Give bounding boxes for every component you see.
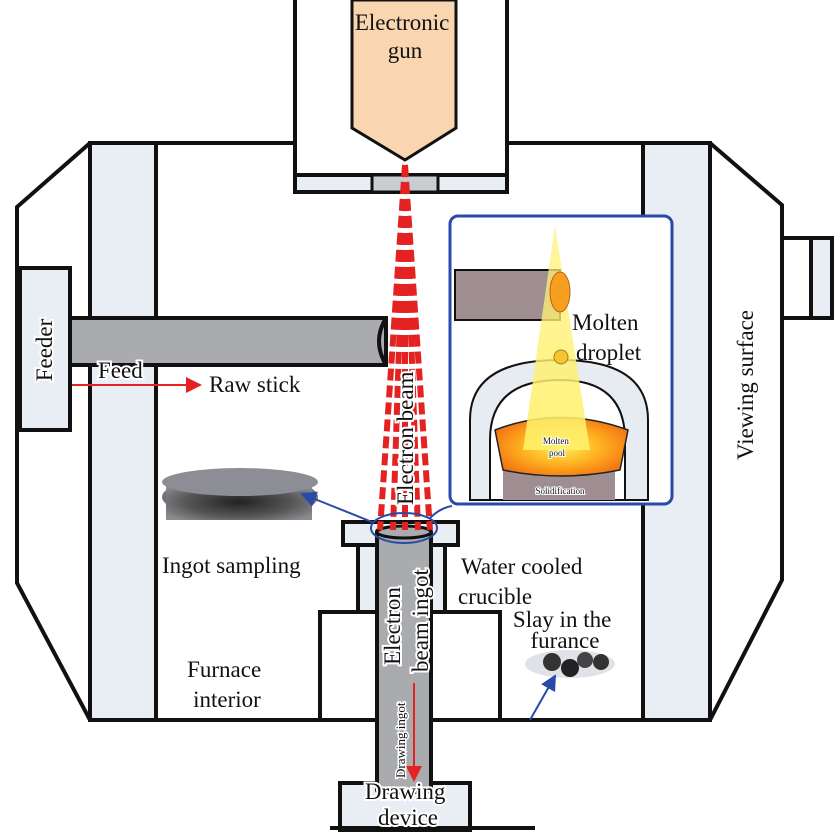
feeder-label: Feeder xyxy=(32,318,57,381)
furnace-interior-label: Furnace interior xyxy=(187,657,267,712)
sampling-arrow xyxy=(300,491,373,523)
drawing-ingot-label: Drawing ingot xyxy=(393,702,408,778)
electronic-gun-label: Electronic gun xyxy=(355,10,455,63)
electron-beam xyxy=(377,164,433,531)
molten-pool-label: Molten pool xyxy=(543,436,571,458)
solidification-label: Solidification xyxy=(536,486,585,496)
raw-stick: Feed Raw stick xyxy=(68,316,388,399)
water-cooled-crucible-label: Water cooled crucible xyxy=(458,554,588,609)
electron-beam-label: Electron beam xyxy=(393,371,418,505)
slag-label: Slay in the furance xyxy=(513,607,617,653)
drawing-device-label: Drawing device xyxy=(365,779,451,830)
slag-arrow xyxy=(529,674,556,721)
viewing-surface-label: Viewing surface xyxy=(733,310,758,460)
raw-stick-label: Raw stick xyxy=(209,372,301,397)
molten-droplet-label: Molten droplet xyxy=(572,310,644,365)
slag-photo xyxy=(525,650,615,678)
left-wall-panel xyxy=(88,141,158,722)
ingot-sampling-label: Ingot sampling xyxy=(162,553,301,578)
callout-ellipse xyxy=(370,512,438,544)
melting-inset: Molten droplet Molten pool Solidificatio… xyxy=(448,214,674,506)
ingot-sample-photo xyxy=(162,468,318,520)
electron-beam-ingot-label: Electron beam ingot xyxy=(380,569,433,672)
feed-label: Feed xyxy=(98,358,143,383)
electronic-gun: Electronic gun xyxy=(293,0,509,194)
feeder xyxy=(18,266,72,432)
